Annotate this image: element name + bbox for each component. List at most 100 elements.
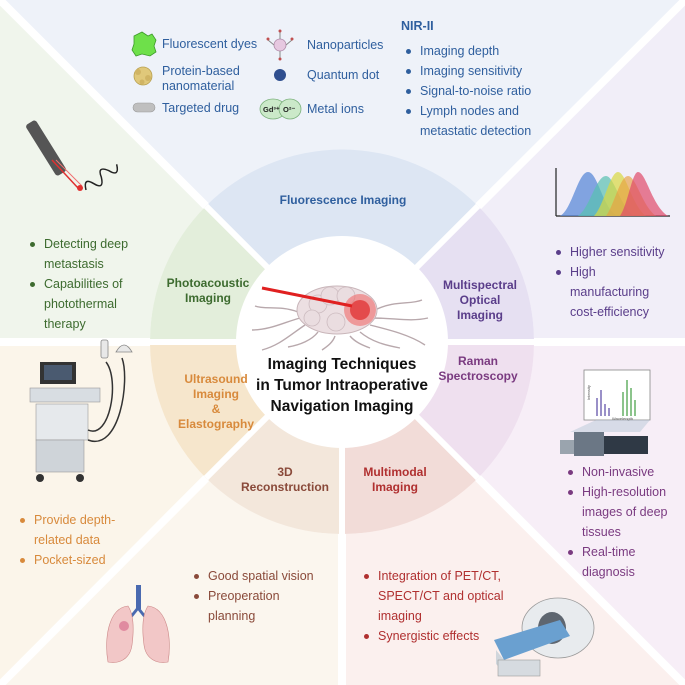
reconstruction-point: Good spatial vision	[192, 566, 314, 586]
spectrum-x-label: Wavelength	[612, 416, 633, 421]
segment-multispectral-line1: Multispectral	[442, 278, 517, 292]
ultrasound-point: Provide depth-related data	[18, 510, 115, 550]
segment-photoacoustic-line1: Photoacoustic	[166, 276, 250, 290]
ultrasound-machine-icon	[29, 339, 133, 482]
segment-ultrasound-line4: Elastography	[177, 417, 255, 431]
segment-photoacoustic-line2: Imaging	[184, 291, 231, 305]
center-title-line2: in Tumor Intraoperative	[256, 377, 428, 394]
raman-point2-line3: tissues	[582, 525, 621, 539]
segment-label-fluorescence: Fluorescence Imaging	[279, 193, 407, 207]
multispectral-point: Higher sensitivity	[554, 242, 664, 262]
reconstruction-points: Good spatial vision Preoperation planning	[192, 566, 314, 626]
lungs-icon	[106, 585, 170, 663]
pa-point2-line3: therapy	[44, 317, 86, 331]
multimodal-point: Synergistic effects	[362, 626, 504, 646]
ms-point2-line1: High	[570, 265, 596, 279]
ultrasound-point: Pocket-sized	[18, 550, 115, 570]
ms-point2-line3: cost-efficiency	[570, 305, 649, 319]
pa-point1-line2: metastasis	[44, 257, 104, 271]
photoacoustic-point: Detecting deep metastasis	[28, 234, 128, 274]
raman-spectrometer-icon: Intensity Wavelength	[560, 369, 651, 456]
pet-ct-scanner-icon	[494, 597, 595, 677]
segment-raman-line1: Raman	[457, 354, 498, 368]
segment-reconstruction-line2: Reconstruction	[240, 480, 329, 494]
segment-ultrasound-line1: Ultrasound	[184, 372, 248, 386]
rc-point2-line2: planning	[208, 609, 256, 623]
fluorescent-dye-icon	[131, 31, 157, 57]
ultrasound-points: Provide depth-related data Pocket-sized	[18, 510, 115, 570]
agent-protein-line2: nanomaterial	[162, 79, 235, 93]
raman-point3-line1: Real-time	[582, 545, 636, 559]
segment-label-ultrasound: Ultrasound Imaging & Elastography	[166, 372, 266, 432]
agent-quantum-dot: Quantum dot	[307, 68, 380, 82]
spectra-icon	[555, 168, 670, 217]
segment-label-photoacoustic: Photoacoustic Imaging	[158, 276, 258, 306]
reconstruction-point: Preoperation planning	[192, 586, 314, 626]
us-point1-line2: related data	[34, 533, 101, 547]
raman-point: Real-time diagnosis	[566, 542, 667, 582]
metal-ion-o-label: O²⁻	[283, 105, 295, 114]
spectrum-y-label: Intensity	[586, 385, 591, 400]
pa-point2-line2: photothermal	[44, 297, 117, 311]
segment-multispectral-line3: Imaging	[456, 308, 503, 322]
agent-nanoparticles: Nanoparticles	[307, 38, 384, 52]
segment-label-multispectral: Multispectral Optical Imaging	[428, 278, 532, 323]
us-point1-line1: Provide depth-	[34, 513, 116, 527]
nir-item: Imaging depth	[404, 41, 531, 61]
nir-item-line1: Lymph nodes and	[420, 104, 519, 118]
photoacoustic-point: Capabilities of photothermal therapy	[28, 274, 128, 334]
ms-point2-line2: manufacturing	[570, 285, 650, 299]
multimodal-point: Integration of PET/CT, SPECT/CT and optic…	[362, 566, 504, 626]
segment-ultrasound-line3: &	[211, 402, 221, 416]
agent-fluorescent-dyes: Fluorescent dyes	[162, 37, 258, 51]
segment-multispectral-line2: Optical	[459, 293, 501, 307]
nir-item-line2: metastatic detection	[420, 124, 532, 138]
rc-point2-line1: Preoperation	[208, 589, 280, 603]
segment-label-multimodal: Multimodal Imaging	[352, 465, 438, 495]
targeted-drug-icon	[132, 102, 156, 113]
tumor-illustration	[251, 285, 429, 351]
agent-protein-nanomaterial: Protein-based nanomaterial	[162, 64, 240, 94]
mm-point1-line2: SPECT/CT and optical	[378, 589, 504, 603]
quantum-dot-icon	[274, 69, 286, 81]
multispectral-point: High manufacturing cost-efficiency	[554, 262, 664, 322]
segment-label-raman: Raman Spectroscopy	[428, 354, 528, 384]
protein-nanomaterial-icon	[133, 66, 153, 86]
mm-point1-line3: imaging	[378, 609, 422, 623]
laser-probe-icon	[26, 120, 119, 191]
raman-points: Non-invasive High-resolution images of de…	[566, 462, 667, 582]
raman-point: High-resolution images of deep tissues	[566, 482, 667, 542]
multimodal-points: Integration of PET/CT, SPECT/CT and optic…	[362, 566, 504, 646]
pa-point1-line1: Detecting deep	[44, 237, 129, 251]
raman-point2-line1: High-resolution	[582, 485, 667, 499]
segment-reconstruction-line1: 3D	[277, 465, 293, 479]
center-title-line1: Imaging Techniques	[267, 356, 417, 373]
center-title: Imaging Techniques in Tumor Intraoperati…	[232, 354, 452, 417]
metal-ions-icon: Gd³⁺ O²⁻	[259, 98, 302, 120]
metal-ion-gd-label: Gd³⁺	[263, 105, 280, 114]
agent-targeted-drug: Targeted drug	[162, 101, 240, 115]
mm-point1-line1: Integration of PET/CT,	[378, 569, 501, 583]
nir-list: Imaging depth Imaging sensitivity Signal…	[404, 41, 531, 141]
center-title-line3: Navigation Imaging	[270, 398, 414, 415]
segment-ultrasound-line2: Imaging	[192, 387, 239, 401]
nir-item: Lymph nodes and metastatic detection	[404, 101, 531, 141]
raman-point2-line2: images of deep	[582, 505, 668, 519]
photoacoustic-points: Detecting deep metastasis Capabilities of…	[28, 234, 128, 334]
raman-point: Non-invasive	[566, 462, 667, 482]
agent-metal-ions: Metal ions	[307, 102, 364, 116]
segment-multimodal-line1: Multimodal	[363, 465, 427, 479]
nir-item: Signal-to-noise ratio	[404, 81, 531, 101]
segment-raman-line2: Spectroscopy	[438, 369, 518, 383]
nir-title: NIR-II	[401, 19, 434, 33]
raman-point3-line2: diagnosis	[582, 565, 635, 579]
multispectral-points: Higher sensitivity High manufacturing cost…	[554, 242, 664, 322]
center-circle	[236, 236, 448, 448]
nir-item: Imaging sensitivity	[404, 61, 531, 81]
agent-protein-line1: Protein-based	[162, 64, 240, 78]
segment-multimodal-line2: Imaging	[371, 480, 418, 494]
pa-point2-line1: Capabilities of	[44, 277, 123, 291]
segment-label-reconstruction: 3D Reconstruction	[232, 465, 338, 495]
